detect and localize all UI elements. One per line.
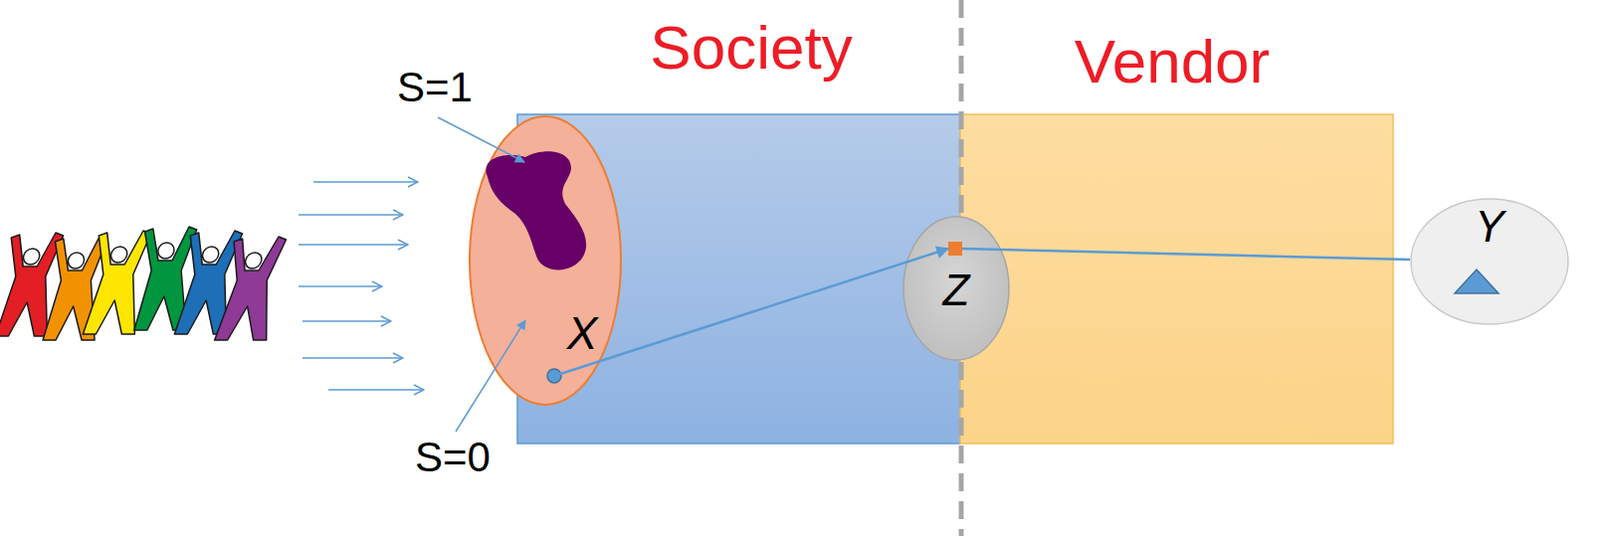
input-arrow xyxy=(298,285,383,288)
person-head xyxy=(243,252,263,269)
variable-label: S=0 xyxy=(414,433,491,482)
society-region: Society xyxy=(517,114,961,444)
person-head xyxy=(110,246,129,263)
variable-name: Z xyxy=(943,265,971,317)
variable-label: S=1 xyxy=(397,63,473,112)
person-head xyxy=(22,248,41,265)
vendor-region-shape xyxy=(960,114,1394,444)
person-figure xyxy=(214,236,287,341)
input-arrow xyxy=(302,320,392,323)
input-arrows xyxy=(298,182,424,391)
input-arrow xyxy=(298,243,408,246)
sensitive-region xyxy=(485,151,587,270)
region-heading: Vendor xyxy=(1074,25,1271,97)
connector-line xyxy=(554,248,949,377)
output-ellipse-shape xyxy=(1410,199,1569,325)
person-head xyxy=(67,252,86,269)
input-space-ellipse-outline xyxy=(468,115,622,406)
input-arrow xyxy=(302,357,403,360)
person-head xyxy=(201,246,220,263)
variable-name: Y xyxy=(1474,201,1504,253)
input-space-ellipse: X xyxy=(468,115,622,406)
input-arrow xyxy=(313,181,418,184)
label-holder: S=0 xyxy=(414,433,491,482)
leader-line xyxy=(437,117,525,163)
leader-line xyxy=(455,320,526,432)
input-space-ellipse-shape xyxy=(469,116,621,405)
person-head xyxy=(157,242,175,259)
representation-ellipse-shape xyxy=(903,216,1009,361)
person-body xyxy=(214,236,287,341)
input-arrow xyxy=(298,213,403,216)
representation-ellipse: Z xyxy=(902,215,1010,362)
society-region-shape xyxy=(517,114,961,444)
connector-line xyxy=(962,248,1410,260)
vendor-region-outline xyxy=(960,114,1394,444)
people-group xyxy=(0,226,287,341)
variable-name: X xyxy=(567,307,599,361)
vendor-region: Vendor xyxy=(960,114,1394,444)
representation-square xyxy=(948,241,963,256)
label-holder: S=1 xyxy=(397,63,473,112)
input-arrow xyxy=(328,389,424,392)
society-region-outline xyxy=(517,114,961,444)
region-heading: Society xyxy=(649,11,852,83)
prediction-triangle xyxy=(1454,269,1499,294)
output-ellipse: Y xyxy=(1409,198,1570,326)
